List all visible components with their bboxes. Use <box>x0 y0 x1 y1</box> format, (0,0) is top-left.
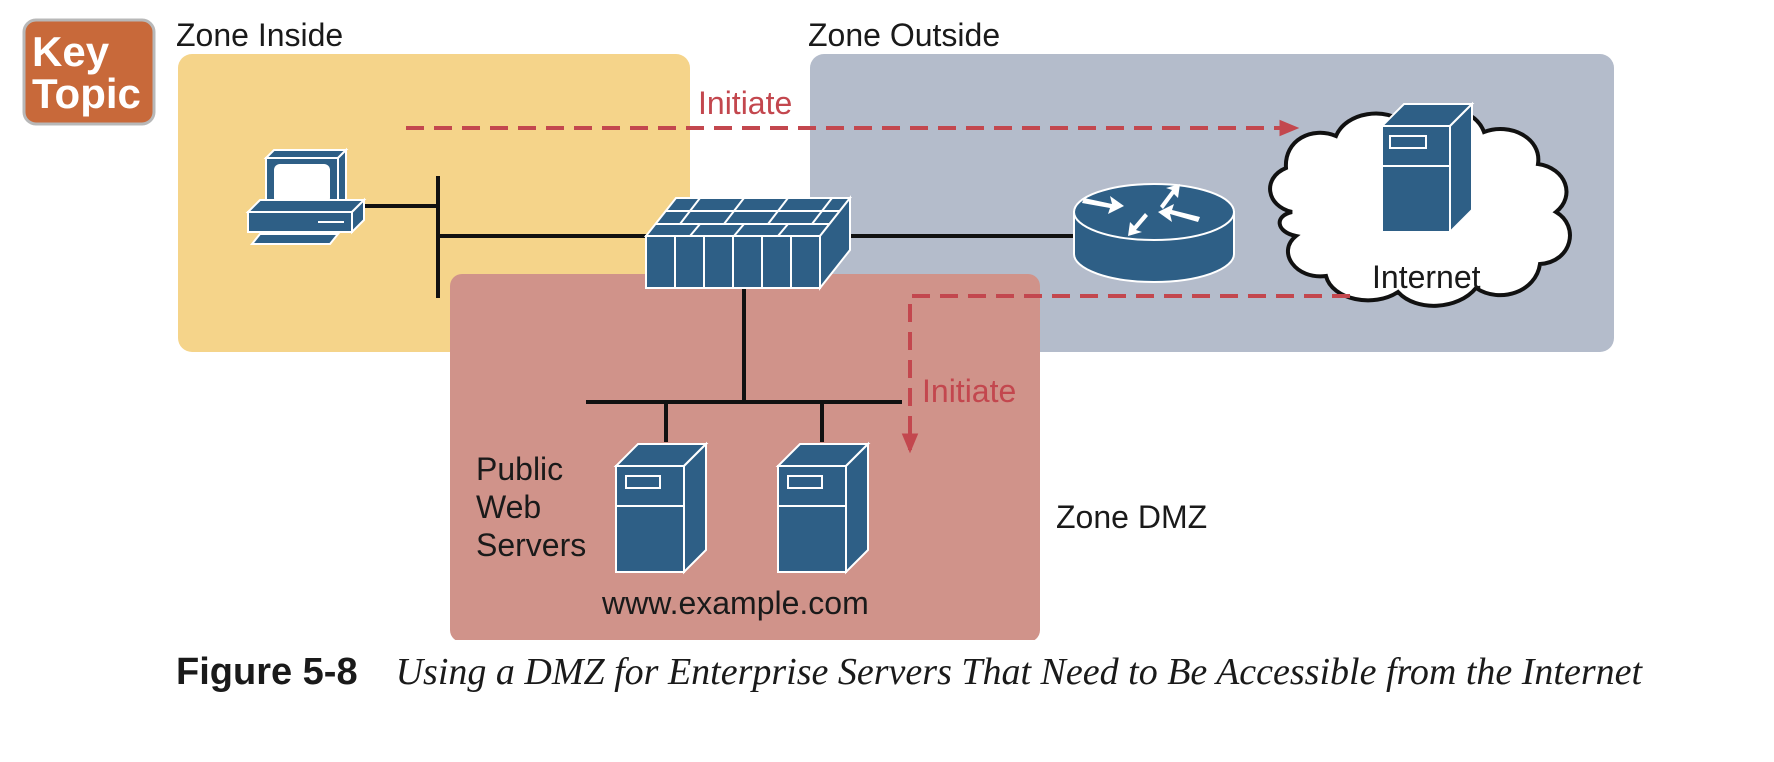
figure-number: Figure 5-8 <box>176 651 358 693</box>
dmz-diagram: Key Topic Zone Inside Zone Outside Zone … <box>22 17 1614 640</box>
router-icon <box>1073 183 1235 283</box>
badge-line-1: Key <box>32 28 110 75</box>
servers-label-line-3: Servers <box>476 527 586 563</box>
inbound-flow-arrow <box>901 294 1350 454</box>
internet-server-icon <box>1379 101 1475 235</box>
zone-outside-label: Zone Outside <box>808 17 1000 53</box>
badge-line-2: Topic <box>32 70 141 117</box>
internet-label: Internet <box>1372 259 1481 295</box>
inbound-flow-label: Initiate <box>922 373 1016 409</box>
servers-host-label: www.example.com <box>601 585 869 621</box>
web-server-icon <box>613 441 709 575</box>
servers-label-line-1: Public <box>476 451 563 487</box>
firewall-icon <box>643 195 853 291</box>
key-topic-badge: Key Topic <box>22 18 156 126</box>
outbound-flow-label: Initiate <box>698 85 792 121</box>
figure-caption: Figure 5-8 Using a DMZ for Enterprise Ser… <box>176 648 1746 696</box>
pc-icon <box>245 147 367 245</box>
servers-label-line-2: Web <box>476 489 541 525</box>
figure-title: Using a DMZ for Enterprise Servers That … <box>395 651 1643 693</box>
web-server-icon <box>775 441 871 575</box>
zone-inside-label: Zone Inside <box>176 17 343 53</box>
zone-dmz-label: Zone DMZ <box>1056 499 1207 535</box>
network-links <box>362 176 1074 442</box>
zone-dmz-area <box>450 274 1040 640</box>
